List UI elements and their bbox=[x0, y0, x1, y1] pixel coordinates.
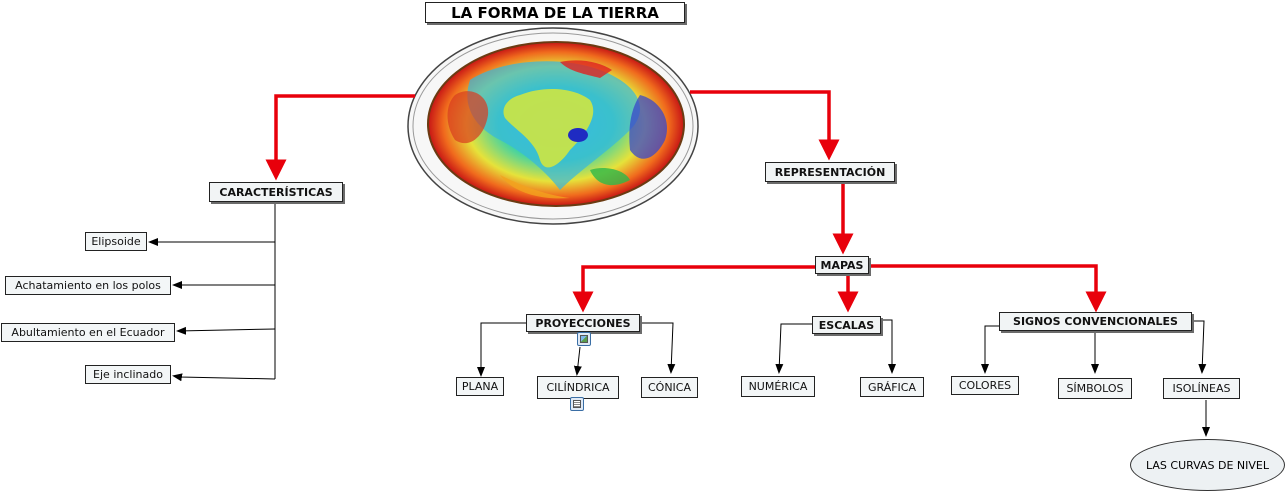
primary-connectors bbox=[265, 90, 1107, 313]
connector-to-representacion bbox=[690, 90, 840, 161]
node-colores[interactable]: COLORES bbox=[951, 376, 1019, 395]
connector-to-proyecciones bbox=[572, 265, 815, 313]
node-conica[interactable]: CÓNICA bbox=[641, 377, 698, 398]
node-grafica[interactable]: GRÁFICA bbox=[860, 377, 924, 397]
node-eje-inclinado[interactable]: Eje inclinado bbox=[85, 365, 171, 384]
connector-to-isolineas bbox=[1192, 320, 1207, 374]
note-attachment-icon[interactable] bbox=[570, 397, 584, 411]
node-elipsoide[interactable]: Elipsoide bbox=[85, 232, 147, 251]
connector-to-caracteristicas bbox=[265, 94, 415, 181]
connector-to-colores bbox=[981, 325, 999, 374]
connector-to-numerica bbox=[775, 323, 812, 374]
connector-to-grafica bbox=[881, 319, 896, 374]
connector-to-abultamiento bbox=[176, 326, 276, 335]
node-proyecciones[interactable]: PROYECCIONES bbox=[526, 314, 640, 332]
connector-to-plana bbox=[477, 322, 527, 377]
secondary-connectors bbox=[148, 203, 1210, 437]
node-mapas[interactable]: MAPAS bbox=[815, 256, 869, 274]
connector-to-eje bbox=[172, 373, 276, 382]
node-isolineas[interactable]: ISOLÍNEAS bbox=[1163, 378, 1240, 399]
connector-to-signos bbox=[870, 264, 1107, 313]
node-numerica[interactable]: NUMÉRICA bbox=[741, 376, 815, 397]
node-escalas[interactable]: ESCALAS bbox=[812, 316, 881, 334]
node-cilindrica[interactable]: CILÍNDRICA bbox=[537, 376, 619, 399]
connector-to-conica bbox=[640, 322, 676, 374]
node-plana[interactable]: PLANA bbox=[456, 377, 504, 396]
node-abultamiento[interactable]: Abultamiento en el Ecuador bbox=[1, 323, 175, 342]
node-caracteristicas[interactable]: CARACTERÍSTICAS bbox=[209, 182, 343, 202]
node-signos-convencionales[interactable]: SIGNOS CONVENCIONALES bbox=[999, 312, 1192, 331]
node-achatamiento[interactable]: Achatamiento en los polos bbox=[5, 276, 171, 295]
image-attachment-icon[interactable] bbox=[577, 332, 591, 346]
node-simbolos[interactable]: SÍMBOLOS bbox=[1058, 378, 1132, 399]
node-representacion[interactable]: REPRESENTACIÓN bbox=[765, 162, 895, 182]
earth-geoid-image bbox=[407, 27, 699, 225]
connector-to-cilindrica bbox=[573, 346, 582, 376]
node-curvas-de-nivel[interactable]: LAS CURVAS DE NIVEL bbox=[1130, 439, 1285, 491]
map-title: LA FORMA DE LA TIERRA bbox=[425, 2, 685, 23]
